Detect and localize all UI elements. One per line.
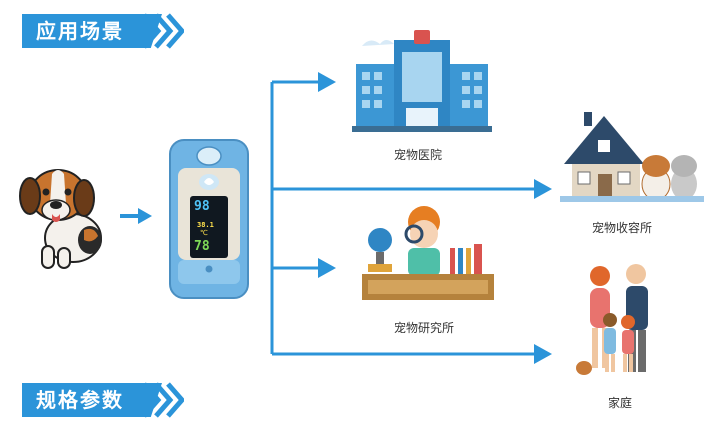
section-title-scenarios: 应用场景	[22, 14, 162, 48]
chevron-decoration-icon	[142, 13, 184, 49]
shelter-icon	[560, 112, 704, 202]
arrow-head-icon	[318, 258, 336, 278]
display-pulse-value: 78	[194, 239, 210, 254]
section-title-specs: 规格参数	[22, 383, 162, 417]
display-temperature-unit: ℃	[200, 229, 208, 237]
scenario-label: 宠物医院	[394, 148, 443, 162]
hospital-icon	[352, 30, 492, 132]
arrow-head-icon	[534, 179, 552, 199]
scenario-label: 宠物收容所	[592, 221, 653, 235]
display-spo2-value: 98	[194, 199, 210, 214]
scenario-label: 宠物研究所	[394, 321, 455, 335]
lab-icon	[362, 206, 494, 300]
display-temperature-value: 38.1	[197, 221, 214, 229]
chevron-decoration-icon	[142, 382, 184, 418]
scenario-label: 家庭	[608, 396, 633, 410]
arrow-head-icon	[318, 72, 336, 92]
family-icon	[576, 264, 648, 375]
arrow-right-icon	[120, 208, 152, 224]
dog-icon	[19, 169, 102, 269]
pulse-oximeter-device	[168, 138, 250, 300]
arrow-head-icon	[534, 344, 552, 364]
